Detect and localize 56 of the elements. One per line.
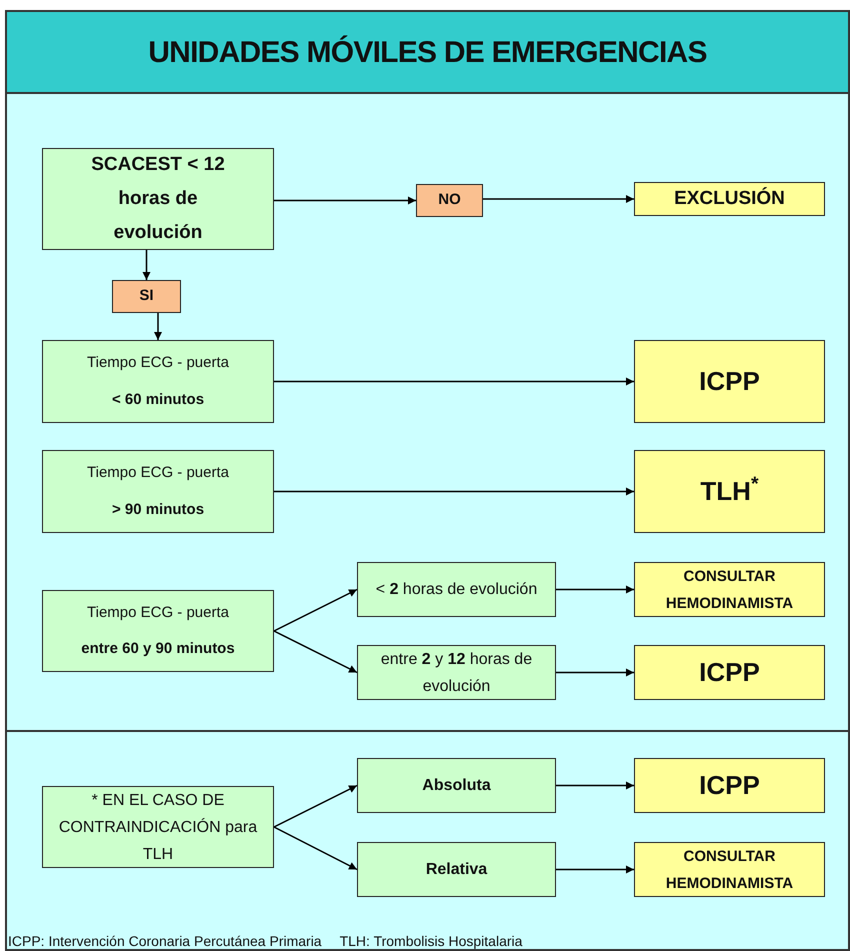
box-text: Tiempo ECG - puerta	[87, 353, 229, 373]
box-text: SCACEST < 12 horas de evolución	[90, 153, 226, 245]
arrow	[154, 313, 162, 340]
outcome-box	[634, 562, 825, 617]
box-text: NO	[438, 190, 461, 210]
arrow	[274, 196, 416, 204]
box-text: Tiempo ECG - puerta	[87, 463, 229, 483]
condition-box	[42, 450, 274, 533]
box-text: ICPP	[699, 769, 760, 802]
arrow	[274, 784, 358, 828]
box-text: Tiempo ECG - puerta	[87, 602, 229, 623]
condition-box	[357, 562, 556, 617]
box-text: entre 60 y 90 minutos	[81, 638, 235, 659]
title-band: UNIDADES MÓVILES DE EMERGENCIAS	[5, 10, 850, 94]
condition-box	[357, 842, 556, 897]
box-text: < 2 horas de evolución	[376, 580, 538, 600]
arrow	[142, 250, 150, 280]
arrow	[556, 866, 634, 874]
footnote-text: TLH: Trombolisis Hospitalaria	[340, 932, 522, 951]
outcome-box	[634, 182, 825, 216]
outcome-box	[634, 645, 825, 700]
box-text: > 90 minutos	[112, 500, 204, 520]
box-text: ICPP	[699, 365, 760, 398]
arrow	[556, 586, 634, 594]
box-text: < 60 minutos	[112, 390, 204, 410]
arrow	[274, 588, 358, 632]
box-text: * EN EL CASO DE CONTRAINDICACIÓN para TLH	[58, 790, 258, 864]
arrow	[274, 488, 634, 496]
footnote-text: ICPP: Intervención Coronaria Percutánea Primaria	[8, 932, 322, 951]
condition-box	[357, 758, 556, 813]
arrow	[274, 378, 634, 386]
arrow	[483, 195, 634, 203]
box-text: EXCLUSIÓN	[674, 186, 785, 211]
condition-box	[42, 148, 274, 250]
decision-box	[416, 184, 483, 217]
condition-box	[42, 340, 274, 423]
condition-box	[42, 590, 274, 672]
outcome-box	[634, 842, 825, 897]
box-text: entre 2 y 12 horas de evolución	[380, 650, 534, 696]
outcome-box	[634, 758, 825, 813]
arrow	[274, 630, 358, 674]
box-text: TLH$^{*}$	[700, 472, 759, 508]
box-text: CONSULTAR HEMODINAMISTA	[664, 846, 794, 894]
box-text: Relativa	[426, 860, 488, 880]
box-text: ICPP	[699, 656, 760, 689]
decision-box	[112, 280, 181, 313]
arrow	[274, 826, 358, 870]
outcome-box	[634, 450, 825, 533]
arrow	[556, 668, 634, 676]
condition-box	[42, 786, 274, 868]
box-text: SI	[139, 286, 154, 306]
outcome-box	[634, 340, 825, 423]
condition-box	[357, 645, 556, 700]
box-text: Absoluta	[422, 776, 491, 796]
box-text: CONSULTAR HEMODINAMISTA	[664, 566, 794, 614]
arrow	[556, 782, 634, 790]
